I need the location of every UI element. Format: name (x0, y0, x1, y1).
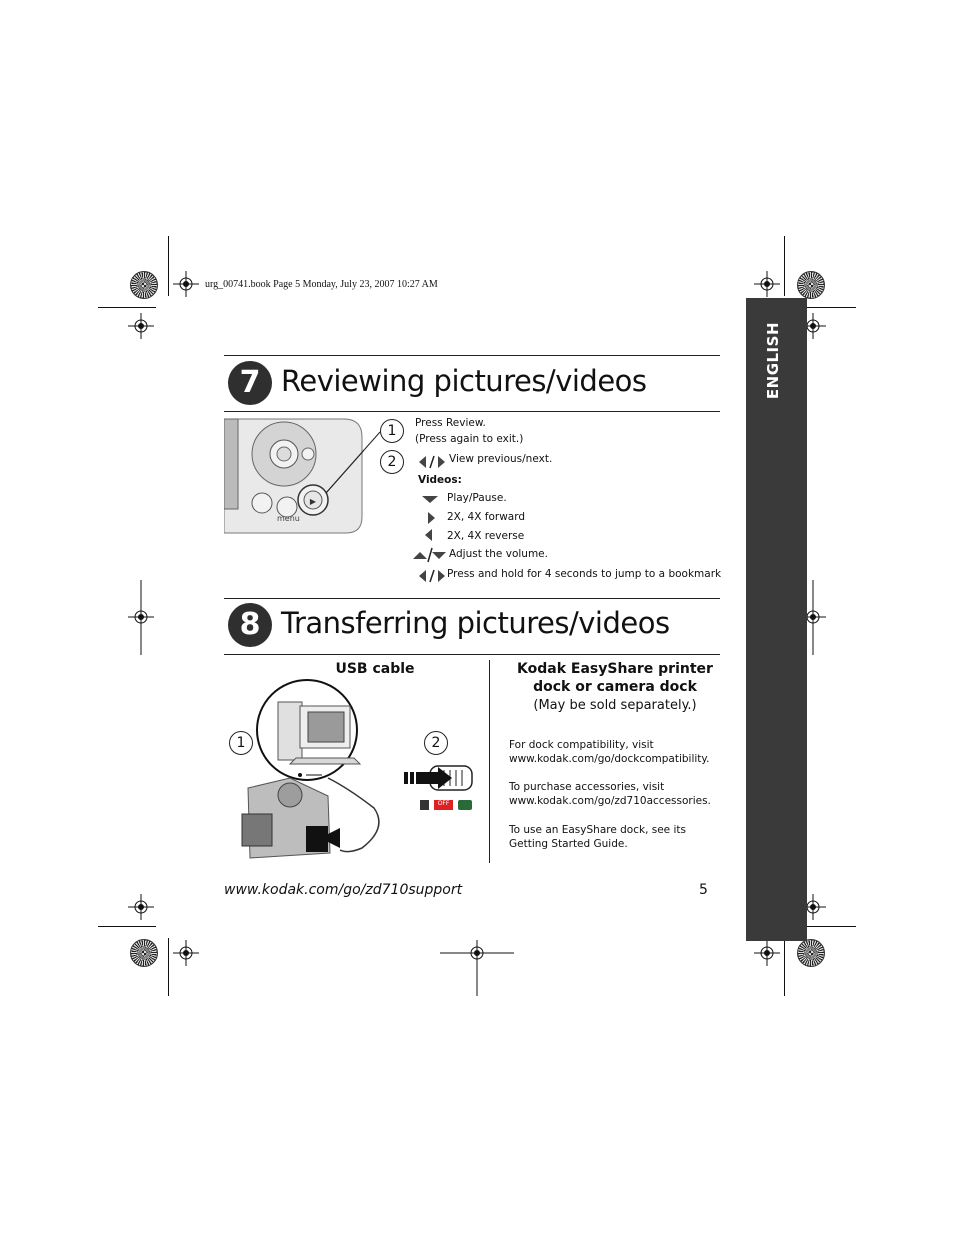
mode-icons (420, 800, 472, 810)
power-switch-illustration (404, 765, 473, 791)
off-mode-label: OFF (437, 800, 450, 807)
language-label: ENGLISH (764, 322, 782, 400)
registration-rosette-bottom-right (797, 939, 825, 967)
down-arrow-icon (422, 496, 438, 503)
camera-menu-label: menu (277, 514, 300, 523)
section8-number-badge: 8 (228, 603, 272, 647)
column-divider (489, 660, 490, 863)
compat-line1: For dock compatibility, visit (509, 739, 654, 751)
section7-title: Reviewing pictures/videos (281, 364, 647, 398)
up-down-arrows-icon (413, 547, 446, 563)
section7-top-rule (224, 355, 720, 356)
reverse-text: 2X, 4X reverse (447, 530, 525, 542)
right-arrow-icon (428, 512, 435, 524)
press-again-text: (Press again to exit.) (415, 433, 524, 445)
section7-step2-marker: 2 (380, 450, 404, 474)
play-pause-text: Play/Pause. (447, 492, 507, 504)
left-arrow-icon (425, 529, 432, 541)
adjust-volume-text: Adjust the volume. (449, 548, 548, 560)
file-info-header: urg_00741.book Page 5 Monday, July 23, 2… (205, 279, 438, 290)
section7-step1-marker: 1 (380, 419, 404, 443)
left-right-arrows-icon (419, 455, 445, 469)
dock-heading-line1: Kodak EasyShare printer (517, 661, 713, 677)
section7-bottom-rule (224, 411, 720, 412)
videos-label: Videos: (418, 474, 462, 486)
support-url: www.kodak.com/go/zd710support (224, 882, 463, 898)
easyshare-line1: To use an EasyShare dock, see its (509, 824, 686, 836)
easyshare-line2: Getting Started Guide. (509, 838, 628, 850)
compat-line2: www.kodak.com/go/dockcompatibility. (509, 753, 710, 765)
registration-rosette-top-right (797, 271, 825, 299)
dock-heading-line2: dock or camera dock (533, 679, 697, 695)
press-review-text: Press Review. (415, 417, 486, 429)
accessories-line1: To purchase accessories, visit (509, 781, 665, 793)
registration-rosette-top-left (130, 271, 158, 299)
camera-back-illustration: ▶ (224, 417, 364, 534)
registration-rosette-bottom-left (130, 939, 158, 967)
section8-step1-marker: 1 (229, 731, 253, 755)
page-number: 5 (699, 882, 708, 898)
section8-title: Transferring pictures/videos (281, 606, 670, 640)
section7-number-badge: 7 (228, 361, 272, 405)
dock-subheading: (May be sold separately.) (533, 698, 697, 713)
language-sidebar: ENGLISH (746, 298, 807, 941)
section8-top-rule (224, 598, 720, 599)
camera-leader-line (325, 431, 381, 494)
usb-cable-heading: USB cable (335, 661, 415, 677)
section8-bottom-rule (224, 654, 720, 655)
usb-connection-illustration (241, 679, 380, 859)
accessories-line2: www.kodak.com/go/zd710accessories. (509, 795, 711, 807)
view-prev-next-text: View previous/next. (449, 453, 553, 465)
bookmark-text: Press and hold for 4 seconds to jump to … (447, 568, 722, 580)
left-right-arrows-bookmark-icon (419, 569, 445, 583)
svg-text:▶: ▶ (310, 497, 317, 506)
forward-text: 2X, 4X forward (447, 511, 526, 523)
section8-step2-marker: 2 (424, 731, 448, 755)
